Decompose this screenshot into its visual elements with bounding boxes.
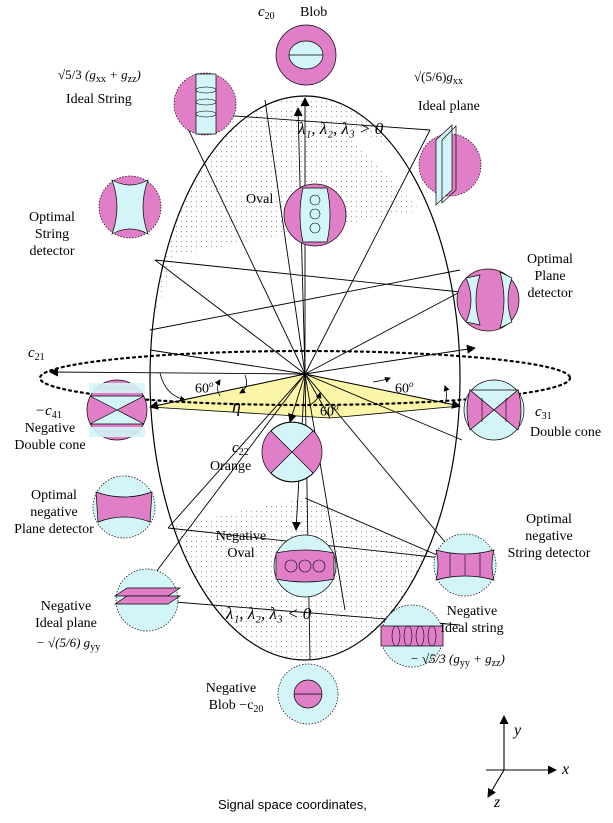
lambda-positive-label: λ₁, λ₂, λ₃ > 0 [298,119,384,138]
negative-double-cone-label-1: Negative [24,421,76,436]
optimal-negative-string-label-3: String detector [507,546,591,561]
optimal-negative-string-label-2: negative [525,529,573,544]
negative-oval-label-1: Negative [215,529,267,544]
lambda-negative-label: λ₁, λ₂, λ₃ < 0 [226,604,312,623]
negative-oval-label-2: Oval [227,546,255,561]
negative-oval-glyph [273,534,337,598]
axis-x-label: x [562,761,570,778]
optimal-string-label-2: String [34,227,70,242]
optimal-plane-label-2: Plane [534,269,566,284]
negative-double-cone-label-2: Double cone [14,438,86,453]
negative-blob-label-1: Negative [205,681,257,696]
double-cone-glyph [463,379,525,441]
optimal-string-label-1: Optimal [29,210,75,225]
optimal-negative-string-glyph [433,533,497,597]
optimal-negative-string-label-1: Optimal [526,512,572,527]
optimal-string-label-3: detector [29,244,75,259]
negative-ideal-string-glyph [380,604,444,668]
optimal-negative-plane-label-3: Plane detector [14,522,94,537]
optimal-negative-plane-glyph [92,475,156,539]
blob-glyph [275,24,337,86]
optimal-negative-plane-label-2: negative [30,505,78,520]
axis-y-label: y [514,722,522,739]
c22-label: c22 [232,440,249,458]
axis-z-label: z [494,794,501,811]
orange-label: Orange [210,459,252,474]
optimal-negative-plane-label-1: Optimal [31,488,77,503]
optimal-plane-glyph [456,268,520,332]
angle-right-label: 60o [395,379,414,397]
oval-glyph [283,183,347,247]
negative-ideal-plane-glyph [113,568,182,632]
negative-ideal-string-formula: − √5/3 (gyy + gzz) [410,651,505,669]
negative-blob-glyph [277,663,339,725]
caption: Signal space coordinates, [218,797,367,812]
negative-c41-label: −c41 [35,403,62,421]
c21-label: c21 [28,345,45,363]
negative-ideal-plane-formula: − √(5/6) gyy [36,635,101,653]
angle-arcs [159,372,450,406]
negative-blob-label-2: Blob −c20 [208,698,264,715]
ideal-plane-glyph [418,124,482,206]
ideal-plane-label: Ideal plane [418,99,480,114]
angle-bottom-label: 60o [320,402,339,420]
optimal-string-glyph [98,175,162,239]
negative-ideal-string-label-1: Negative [446,604,498,619]
optimal-plane-label-3: detector [527,286,573,301]
blob-label: Blob [300,5,328,20]
c31-label: c31 [535,404,552,422]
negative-ideal-plane-label-2: Ideal plane [35,616,97,631]
negative-ideal-string-label-2: Ideal string [440,621,504,636]
ideal-string-glyph [173,72,237,136]
radial-lines [49,97,476,661]
coordinate-axes [486,715,557,798]
ideal-plane-formula: √(5/6)gxx [414,69,463,87]
c21-circle [38,349,572,407]
ideal-string-formula: √5/3 (gxx + gzz) [58,67,141,85]
orange-glyph [261,421,323,483]
double-cone-label: Double cone [530,425,602,440]
oval-label: Oval [246,192,274,207]
angle-left-label: 60o [195,379,214,397]
signal-ellipse [149,95,461,661]
ideal-string-label: Ideal String [66,92,132,107]
eta-label: η [232,396,241,416]
negative-ideal-plane-label-1: Negative [40,599,92,614]
negative-double-cone-glyph [86,379,148,441]
c20-label: c20 [258,4,275,22]
optimal-plane-label-1: Optimal [527,252,573,267]
